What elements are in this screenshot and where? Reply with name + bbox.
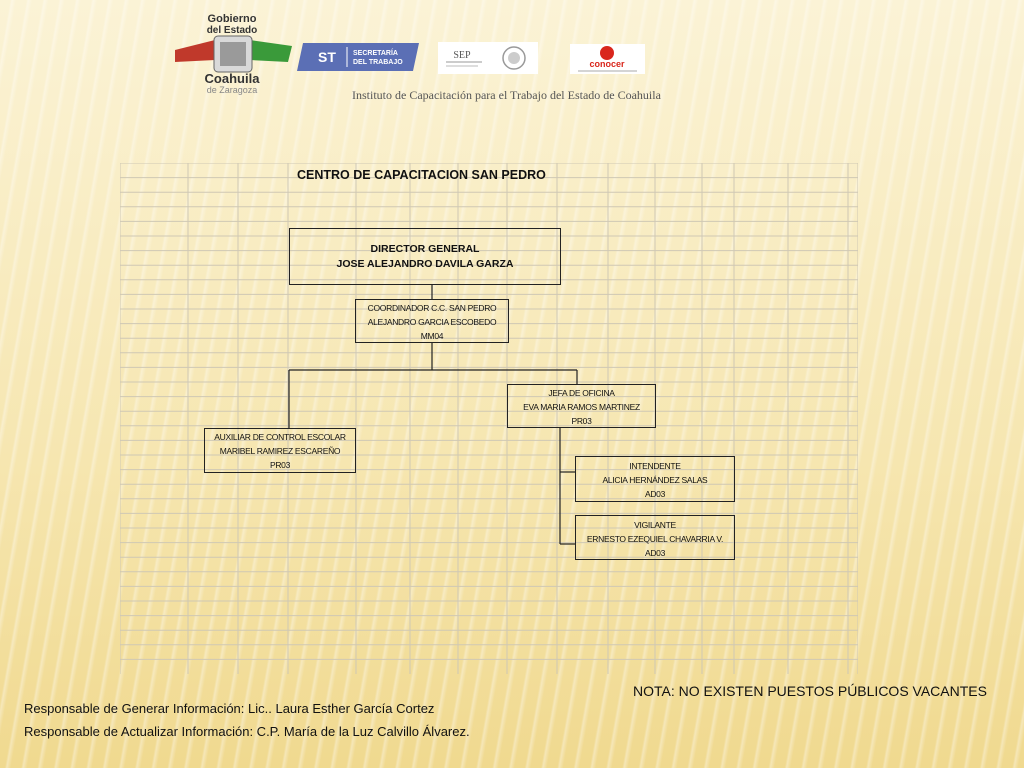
header-logos: Gobierno del Estado Coahuila de Zaragoza… (170, 10, 670, 95)
coordinator-code: MM04 (420, 331, 444, 341)
intendente-code: AD03 (644, 489, 666, 499)
auxiliar-box: AUXILIAR DE CONTROL ESCOLAR MARIBEL RAMI… (204, 428, 356, 473)
coordinator-name: ALEJANDRO GARCIA ESCOBEDO (367, 317, 497, 327)
auxiliar-code: PR03 (269, 460, 291, 470)
coordinator-position: COORDINADOR C.C. SAN PEDRO (367, 303, 497, 313)
vacancies-note: NOTA: NO EXISTEN PUESTOS PÚBLICOS VACANT… (633, 683, 987, 699)
jefa-name: EVA MARIA RAMOS MARTINEZ (523, 402, 640, 412)
sep-logo: SEP (438, 42, 538, 74)
svg-text:Gobierno: Gobierno (208, 13, 257, 25)
coordinator-box: COORDINADOR C.C. SAN PEDRO ALEJANDRO GAR… (355, 299, 509, 343)
secretaria-del-trabajo-logo: ST SECRETARÍA DEL TRABAJO (297, 43, 419, 71)
jefa-code: PR03 (571, 416, 592, 426)
coahuila-government-logo: Gobierno del Estado Coahuila de Zaragoza (175, 13, 292, 95)
svg-text:DEL TRABAJO: DEL TRABAJO (353, 59, 403, 66)
svg-text:ST: ST (318, 49, 336, 65)
svg-text:conocer: conocer (589, 59, 625, 69)
conocer-logo: conocer (570, 44, 645, 74)
vigilante-name: ERNESTO EZEQUIEL CHAVARRIA V. (586, 534, 724, 544)
auxiliar-position: AUXILIAR DE CONTROL ESCOLAR (214, 432, 346, 442)
intendente-box: INTENDENTE ALICIA HERNÁNDEZ SALAS AD03 (575, 456, 735, 502)
jefa-oficina-box: JEFA DE OFICINA EVA MARIA RAMOS MARTINEZ… (507, 384, 656, 428)
vigilante-code: AD03 (644, 548, 666, 558)
jefa-position: JEFA DE OFICINA (548, 388, 615, 398)
institute-name: Instituto de Capacitación para el Trabaj… (352, 88, 661, 102)
svg-text:Coahuila: Coahuila (205, 71, 261, 86)
responsible-update: Responsable de Actualizar Información: C… (24, 724, 470, 739)
org-chart-title: CENTRO DE CAPACITACION SAN PEDRO (297, 168, 546, 182)
auxiliar-name: MARIBEL RAMIREZ ESCAREÑO (219, 446, 341, 456)
svg-text:SECRETARÍA: SECRETARÍA (353, 48, 398, 57)
svg-text:SEP: SEP (453, 50, 471, 61)
grid-lines (120, 163, 858, 674)
svg-text:de Zaragoza: de Zaragoza (207, 85, 258, 95)
director-box: DIRECTOR GENERAL JOSE ALEJANDRO DAVILA G… (289, 228, 561, 285)
org-chart-grid (120, 163, 858, 674)
intendente-name: ALICIA HERNÁNDEZ SALAS (602, 475, 708, 485)
director-position: DIRECTOR GENERAL (370, 243, 480, 255)
intendente-position: INTENDENTE (629, 461, 681, 471)
vigilante-position: VIGILANTE (634, 520, 676, 530)
responsible-generate: Responsable de Generar Información: Lic.… (24, 701, 435, 716)
svg-text:del Estado: del Estado (207, 25, 258, 36)
vigilante-box: VIGILANTE ERNESTO EZEQUIEL CHAVARRIA V. … (575, 515, 735, 560)
director-name: JOSE ALEJANDRO DAVILA GARZA (336, 258, 514, 270)
